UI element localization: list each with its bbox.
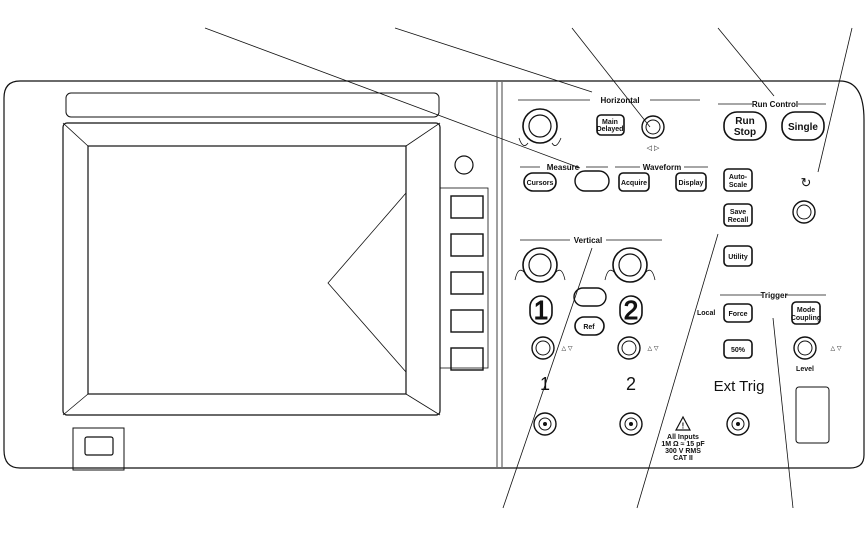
entry-knob-group: ↻ <box>792 175 816 224</box>
softkey-5[interactable] <box>450 347 484 371</box>
waveform-title: Waveform <box>643 163 681 172</box>
autoscale-label-2: Scale <box>729 182 747 189</box>
input-ch1-number: 1 <box>540 374 550 394</box>
inputs-row: 1 2 Ext Trig ! All Inputs 1M Ω ≈ 15 pF 3… <box>533 374 830 462</box>
horizontal-scale-knob[interactable] <box>518 108 562 146</box>
quick-measure-button[interactable] <box>574 170 610 192</box>
main-delayed-label-1: Main <box>602 119 618 126</box>
callout-lines <box>204 27 853 509</box>
cursors-button[interactable]: Cursors <box>523 172 557 192</box>
ext-trig-bnc-connector[interactable] <box>726 412 750 436</box>
softkey-callout-lines <box>327 192 407 373</box>
warning-line-3: 300 V RMS <box>665 448 701 455</box>
autoscale-button[interactable]: Auto- Scale <box>723 168 753 192</box>
vertical-section: Vertical 1 2 Ref △ ▽ <box>514 236 662 360</box>
mode-label: Mode <box>797 307 815 314</box>
force-button[interactable]: Force <box>723 303 753 323</box>
warning-exclamation: ! <box>682 422 685 431</box>
autoscale-label-1: Auto- <box>729 174 748 181</box>
save-recall-label-1: Save <box>730 209 746 216</box>
math-button[interactable] <box>573 287 607 307</box>
power-led <box>454 155 474 175</box>
level-label: Level <box>796 366 814 373</box>
warning-line-1: All Inputs <box>667 434 699 441</box>
fifty-percent-button[interactable]: 50% <box>723 339 753 359</box>
probe-comp-terminal <box>795 386 830 444</box>
save-recall-label-2: Recall <box>728 217 749 224</box>
entry-knob[interactable] <box>792 200 816 224</box>
main-delayed-button[interactable]: Main Delayed <box>596 114 625 136</box>
softkey-1[interactable] <box>450 195 484 219</box>
fifty-percent-label: 50% <box>731 347 746 354</box>
mode-coupling-button[interactable]: Mode Coupling <box>791 301 821 325</box>
ch1-position-arrows: △ ▽ <box>562 346 573 352</box>
ch2-bnc-connector[interactable] <box>619 412 643 436</box>
utility-button[interactable]: Utility <box>723 245 753 267</box>
top-label-bar <box>65 92 440 118</box>
entry-knob-icon: ↻ <box>801 175 812 190</box>
ch2-button[interactable]: 2 <box>619 295 643 326</box>
force-label: Force <box>728 311 747 318</box>
trigger-level-arrows: △ ▽ <box>831 346 842 352</box>
ch2-position-arrows: △ ▽ <box>648 346 659 352</box>
ch2-button-label: 2 <box>624 295 638 325</box>
softkey-4[interactable] <box>450 309 484 333</box>
single-button[interactable]: Single <box>781 111 825 141</box>
softkeys <box>450 195 484 371</box>
warning-block: ! All Inputs 1M Ω ≈ 15 pF 300 V RMS CAT … <box>661 415 705 462</box>
ch1-position-knob[interactable] <box>531 336 555 360</box>
save-recall-button[interactable]: Save Recall <box>723 203 753 227</box>
ch1-bnc-connector[interactable] <box>533 412 557 436</box>
input-ch2-number: 2 <box>626 374 636 394</box>
acquire-button[interactable]: Acquire <box>618 172 650 192</box>
cursors-label: Cursors <box>527 180 554 187</box>
display-area <box>62 92 489 471</box>
horizontal-nudge-arrows: ◁ ▷ <box>647 145 660 152</box>
power-switch-bezel <box>72 427 125 471</box>
screen <box>87 145 407 395</box>
horizontal-section: Horizontal Main Delayed ◁ ▷ <box>518 96 700 152</box>
coupling-label: Coupling <box>791 315 821 322</box>
ref-button[interactable]: Ref <box>574 316 605 336</box>
screen-bezel <box>62 122 441 416</box>
single-label: Single <box>788 122 818 133</box>
ch1-scale-knob[interactable] <box>514 247 566 283</box>
display-label: Display <box>679 180 704 187</box>
trigger-section: Trigger Local Force Mode Coupling 50% △ … <box>697 291 842 373</box>
main-delayed-label-2: Delayed <box>597 126 624 133</box>
ch1-button-label: 1 <box>534 295 548 325</box>
warning-line-4: CAT II <box>673 455 693 462</box>
acquire-label: Acquire <box>621 180 647 187</box>
measure-title: Measure <box>547 163 580 172</box>
softkey-3[interactable] <box>450 271 484 295</box>
horizontal-title: Horizontal <box>600 96 639 105</box>
utility-column: Auto- Scale Save Recall Utility <box>723 168 753 267</box>
horizontal-position-knob[interactable] <box>641 115 665 139</box>
ch1-button[interactable]: 1 <box>529 295 553 326</box>
run-stop-label-1: Run <box>735 116 754 127</box>
warning-triangle-icon <box>674 415 692 431</box>
ext-trig-label: Ext Trig <box>714 378 765 395</box>
trigger-title: Trigger <box>760 291 787 300</box>
softkey-2[interactable] <box>450 233 484 257</box>
ch2-scale-knob[interactable] <box>604 247 656 283</box>
ref-label: Ref <box>583 324 595 331</box>
trigger-level-knob[interactable] <box>793 336 817 360</box>
power-switch[interactable] <box>84 436 114 456</box>
waveform-section: Waveform Acquire Display <box>615 163 708 192</box>
run-control-section: Run Control Run Stop Single <box>718 100 826 141</box>
softkey-column <box>439 187 489 369</box>
local-label: Local <box>697 310 715 317</box>
run-control-title: Run Control <box>752 100 798 109</box>
warning-line-2: 1M Ω ≈ 15 pF <box>661 441 705 448</box>
measure-section: Measure Cursors <box>520 163 610 192</box>
vertical-title: Vertical <box>574 236 602 245</box>
ch2-position-knob[interactable] <box>617 336 641 360</box>
utility-label: Utility <box>728 254 748 261</box>
run-stop-label-2: Stop <box>734 127 756 138</box>
display-button[interactable]: Display <box>675 172 707 192</box>
panel-outline <box>3 80 865 469</box>
run-stop-button[interactable]: Run Stop <box>723 111 767 141</box>
